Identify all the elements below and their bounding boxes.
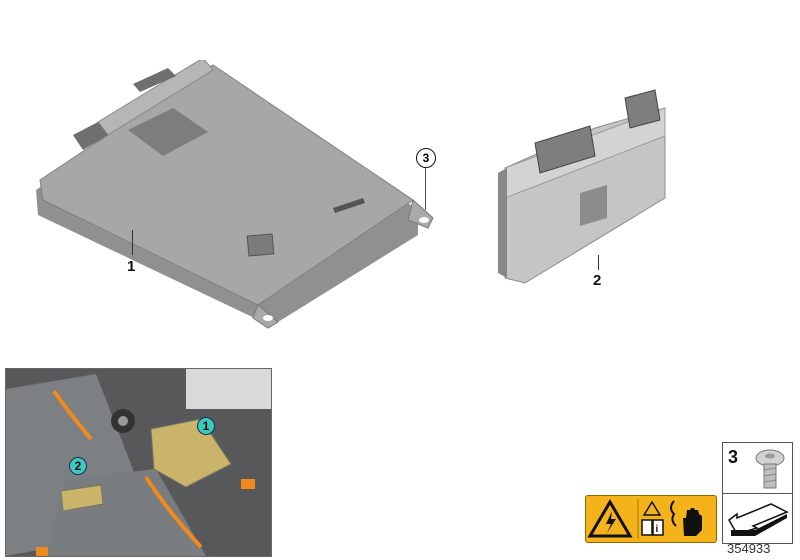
part-1-leader: [132, 230, 133, 255]
screw-icon: [755, 449, 785, 489]
part-3-callout: 3: [416, 148, 436, 168]
read-manual-icon: i: [641, 500, 664, 536]
part-3-leader: [425, 168, 426, 210]
part-1-number: 1: [127, 258, 136, 275]
warning-label-icons: i: [587, 499, 702, 539]
legend-divider: [723, 493, 792, 494]
electric-shock-hand-icon: [670, 500, 702, 536]
diagram-id: 354933: [727, 541, 771, 556]
control-unit-2-illustration: [498, 89, 666, 284]
screw-legend-box: 3: [722, 442, 793, 544]
part-2-leader: [598, 255, 599, 270]
svg-text:i: i: [656, 524, 659, 535]
installation-inset-scene: [6, 369, 271, 556]
part-2-number: 2: [593, 272, 602, 289]
installation-inset: 1 2: [5, 368, 272, 557]
inset-callout-1: 1: [197, 417, 215, 435]
legend-screw-number: 3: [728, 447, 739, 467]
page-reference-arrow-icon: [728, 503, 789, 536]
high-voltage-warning-icon: [587, 499, 633, 538]
control-unit-1-illustration: [36, 60, 434, 329]
inset-callout-2: 2: [69, 457, 87, 475]
warning-label: i: [585, 495, 717, 543]
